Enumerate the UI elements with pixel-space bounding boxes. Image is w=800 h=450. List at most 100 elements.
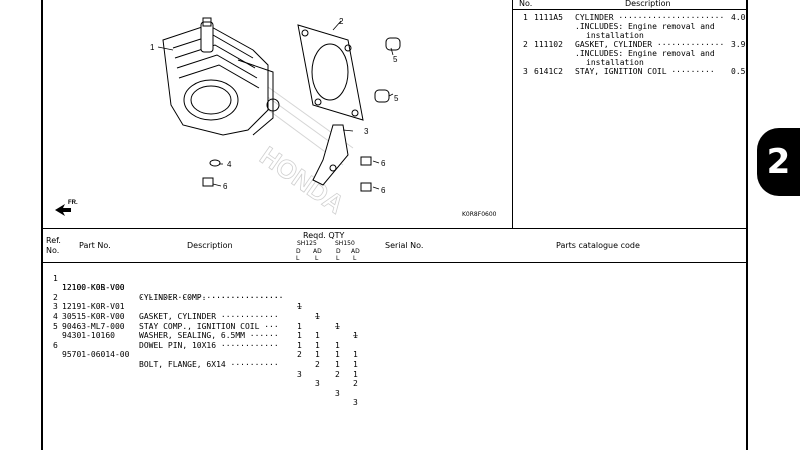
gasket-drawing: [297, 24, 364, 121]
desc-cell: CYLINDER COMP. ···············: [139, 292, 284, 302]
table-row-spacer: [53, 322, 72, 332]
top-row-desc: .INCLUDES: Engine removal and: [575, 49, 715, 58]
qty-cell: –: [335, 321, 340, 331]
qty-cell: 1: [335, 350, 340, 360]
top-row-code: 111102: [534, 40, 563, 49]
qty-cell: 1: [335, 340, 340, 350]
top-row-desc: installation: [586, 31, 644, 40]
table-row: 6 95701-06014-00 BOLT, FLANGE, 6X14 ····…: [53, 331, 358, 408]
top-table-header-rule: [513, 9, 747, 10]
sub-col-1: D: [296, 248, 301, 255]
part-cell: 12100-K0S-V00: [62, 283, 125, 293]
qty-cell: 3: [353, 398, 358, 408]
desc-cell: BOLT, FLANGE, 6X14 ··········: [139, 359, 279, 369]
top-row-desc: CYLINDER ······················: [575, 13, 725, 22]
desc-cell: STAY COMP., IGNITION COIL ···: [139, 321, 279, 331]
qty-cell: –: [315, 311, 320, 321]
qty-cell: 3: [335, 388, 340, 398]
serial-no-header: Serial No.: [385, 241, 424, 250]
top-row-no: 2: [523, 40, 528, 49]
front-direction-arrow: FR.: [55, 200, 78, 216]
sub-col-3: D: [336, 248, 341, 255]
qty-cell: 1: [353, 350, 358, 360]
ref-no-header: Ref. No.: [46, 236, 61, 255]
desc-cell: DOWEL PIN, 10X16 ············: [139, 340, 279, 350]
qty-cell: 3: [297, 369, 302, 379]
top-table-description-header: Description: [625, 0, 671, 8]
qty-cell: 2: [297, 350, 302, 360]
qty-cell: 1: [297, 321, 302, 331]
part-no-header: Part No.: [79, 241, 111, 250]
exploded-diagram: HONDA: [55, 17, 401, 220]
callout-6a: 6: [381, 159, 386, 168]
qty-cell: 1: [335, 321, 340, 331]
qty-cell: 2: [335, 369, 340, 379]
table-header-rule: [41, 262, 748, 263]
desc-cell: ······························: [139, 292, 284, 302]
part-cell: 94301-10160: [62, 331, 115, 341]
qty-cell: 1: [297, 340, 302, 350]
sub-col-4: AD: [351, 248, 360, 255]
top-row-desc: STAY, IGNITION COIL ·········: [575, 67, 715, 76]
top-row-code: 1111A5: [534, 13, 563, 22]
top-row-desc: installation: [586, 58, 644, 67]
table-row: 3 30515-K0R-V00 STAY COMP., IGNITION COI…: [53, 293, 358, 369]
qty-cell: 1: [297, 302, 302, 312]
frame-divider: [512, 0, 513, 228]
callout-6c: 6: [223, 182, 228, 191]
dowel-pin-drawing: [374, 37, 401, 103]
ref-cell: 4: [53, 311, 58, 321]
top-row-val: 3.9: [731, 40, 746, 49]
part-cell: 90463-ML7-000: [62, 321, 125, 331]
bolt-drawing: [202, 156, 372, 192]
model-sh125-header: SH125: [297, 240, 317, 247]
qty-cell: 1: [315, 331, 320, 341]
qty-cell: –: [353, 331, 358, 341]
leader-lines: [157, 20, 394, 190]
callout-4: 4: [227, 160, 232, 169]
callout-5a: 5: [393, 55, 398, 64]
ref-cell: 2: [53, 292, 58, 302]
top-row-no: 3: [523, 67, 528, 76]
qty-cell: 3: [315, 379, 320, 389]
cylinder-drawing: [162, 17, 280, 136]
qty-cell: 1: [315, 350, 320, 360]
table-row: 2 12191-K0R-V01 GASKET, CYLINDER ·······…: [53, 283, 358, 360]
top-row-desc: .INCLUDES: Engine removal and: [575, 22, 715, 31]
frame-left-border: [41, 0, 43, 450]
callout-5b: 5: [394, 94, 399, 103]
callout-3: 3: [364, 127, 369, 136]
sub-col-4-l: L: [353, 255, 357, 262]
sub-col-2-l: L: [315, 255, 319, 262]
top-row-desc: GASKET, CYLINDER ··············: [575, 40, 725, 49]
reqd-qty-header: Reqd. QTY: [303, 231, 345, 240]
top-row-no: 1: [523, 13, 528, 22]
qty-cell: 1: [353, 359, 358, 369]
catalogue-code-header: Parts catalogue code: [556, 241, 640, 250]
ref-cell: 6: [53, 340, 58, 350]
sheet-code: K0R8F0600: [462, 211, 497, 218]
ref-cell: 1: [53, 273, 58, 283]
part-cell: 95701-06014-00: [62, 350, 130, 360]
desc-cell: GASKET, CYLINDER ············: [139, 311, 279, 321]
part-cell: 30515-K0R-V00: [62, 311, 125, 321]
callout-2: 2: [339, 17, 344, 26]
frame-right-border: [746, 0, 748, 450]
top-row-code: 6141C2: [534, 67, 563, 76]
qty-cell: 2: [353, 379, 358, 389]
qty-cell: 1: [353, 369, 358, 379]
qty-cell: 1: [353, 331, 358, 341]
qty-cell: 2: [315, 359, 320, 369]
top-row-val: 4.0: [731, 13, 746, 22]
table-row: 1 12100-K0R-V00 CYLINDER COMP. ·········…: [53, 264, 358, 341]
qty-cell: –: [297, 302, 302, 312]
callout-1: 1: [150, 43, 155, 52]
diagram-bottom-rule: [41, 228, 748, 229]
svg-text:FR.: FR.: [68, 200, 78, 206]
parts-list: 1 12100-K0R-V00 CYLINDER COMP. ·········…: [53, 264, 358, 408]
table-row: 12100-K0S-V00 ··························…: [53, 274, 358, 340]
part-cell: 12191-K0R-V01: [62, 302, 125, 312]
qty-cell: 1: [297, 331, 302, 341]
callout-6b: 6: [381, 186, 386, 195]
section-tab[interactable]: 2: [757, 128, 800, 196]
